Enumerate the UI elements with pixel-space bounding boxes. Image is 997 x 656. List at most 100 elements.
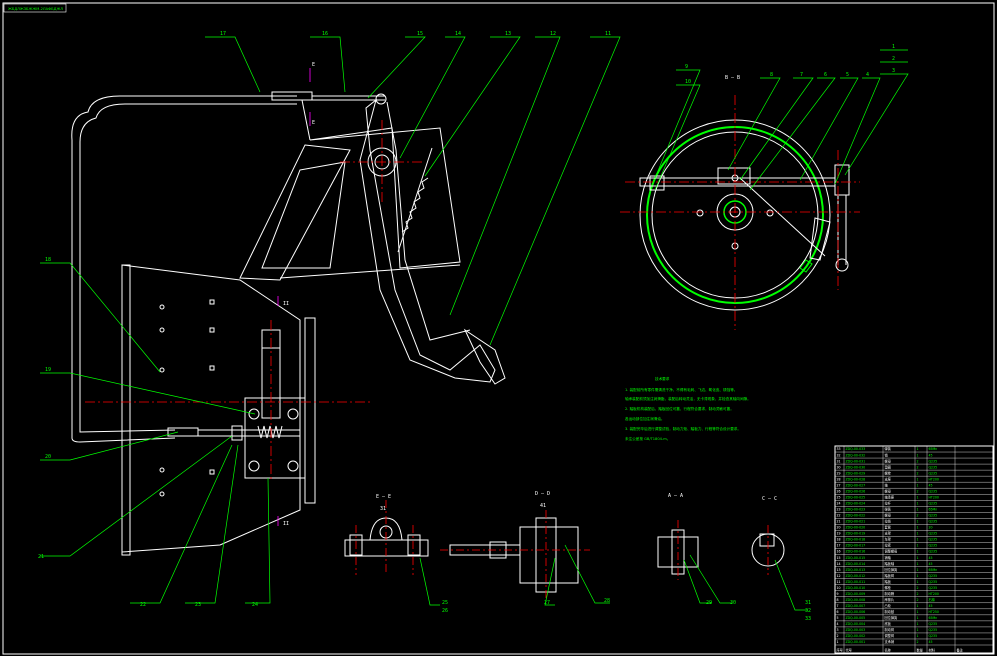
linkage-housing — [244, 397, 306, 479]
bom-cell: 45 — [929, 556, 933, 560]
balloon-10: 10 — [685, 79, 691, 85]
bom-cell: Q235 — [929, 465, 938, 469]
bom-cell: Q235 — [929, 544, 938, 548]
bom-cell: 拉线 — [885, 519, 892, 524]
bom-cell: 10 — [837, 586, 841, 590]
bom-cell: 1 — [917, 447, 919, 451]
bom-cell: 车架 — [885, 537, 892, 542]
bom-cell: 回位弹簧 — [885, 615, 899, 620]
bom-cell: 1 — [917, 610, 919, 614]
bom-cell: Q235 — [929, 586, 938, 590]
view-marker-ii-top: II — [283, 301, 289, 307]
main-assembly-view — [71, 91, 506, 556]
bom-cell: Q235 — [929, 514, 938, 518]
bom-cell: 2 — [917, 489, 919, 493]
bom-cell: 1 — [917, 520, 919, 524]
bom-cell: ZDQ-00-007 — [846, 604, 866, 608]
balloon-20: 20 — [45, 454, 51, 460]
bom-cell: 23 — [837, 508, 841, 512]
pedal-bracket-plate — [309, 127, 461, 269]
balloon-24: 24 — [252, 602, 258, 608]
bom-cell: 45 — [929, 604, 933, 608]
bom-cell: Q235 — [929, 459, 938, 463]
bom-cell: 2 — [837, 634, 839, 638]
bom-cell: ZDQ-00-013 — [846, 568, 866, 572]
note-line-2: 轴承装配前须加注润滑脂，装配后转动灵活，无卡滞现象，并检查其轴向间隙。 — [625, 396, 751, 401]
bom-cell: 1 — [917, 604, 919, 608]
bom-cell: Q235 — [929, 532, 938, 536]
balloon-18: 18 — [45, 257, 51, 263]
bom-cell: 支架 — [885, 531, 892, 536]
bom-cell: 28 — [837, 477, 841, 481]
bom-header-cell: 代号 — [846, 648, 852, 653]
bom-cell: Q235 — [929, 538, 938, 542]
bom-cell: ZDQ-00-019 — [846, 532, 866, 536]
section-a-a-title: A — A — [668, 493, 683, 499]
bom-header-cell: 备注 — [957, 648, 964, 653]
balloon-7: 7 — [800, 72, 803, 78]
balloon-19: 19 — [45, 367, 51, 373]
bom-cell: 螺母 — [885, 488, 891, 493]
bom-cell: ZDQ-00-029 — [846, 471, 866, 475]
bom-cell: 25 — [837, 495, 841, 499]
bom-cell: ZDQ-00-016 — [846, 550, 866, 554]
bom-cell: 踏板 — [885, 579, 892, 584]
bom-cell: ZDQ-00-004 — [846, 622, 866, 626]
bom-cell: 45 — [929, 640, 933, 644]
note-line-1: 1. 装配前所有零件需清洗干净，不得有毛刺、飞边、氧化皮、锈蚀等。 — [625, 387, 737, 392]
bom-cell: 14 — [837, 562, 841, 566]
rod-spring — [257, 425, 283, 439]
bom-cell: ZDQ-00-027 — [846, 483, 866, 487]
notes-title: 技术要求 — [655, 376, 670, 381]
bom-cell: 销 — [885, 452, 889, 457]
bom-cell: 1 — [917, 495, 919, 499]
bom-cell: 12 — [837, 574, 841, 578]
bom-cell: Q235 — [929, 622, 938, 626]
bom-cell: ZDQ-00-002 — [846, 634, 866, 638]
bom-cell: 2 — [917, 640, 919, 644]
bom-cell: ZDQ-00-028 — [846, 477, 866, 481]
main-center-lines — [85, 120, 425, 480]
bom-cell: 1 — [917, 477, 919, 481]
bom-cell: Q235 — [929, 634, 938, 638]
bom-cell: 踏板臂 — [885, 573, 895, 578]
balloon-16: 16 — [322, 31, 328, 37]
bom-cell: 制动蹄 — [885, 591, 895, 596]
bom-cell: ZDQ-00-008 — [846, 598, 866, 602]
bom-cell: HT250 — [929, 610, 939, 614]
section-e-e-title: E — E — [376, 494, 391, 500]
bom-cell: 底板 — [885, 621, 892, 626]
bom-cell: 1 — [917, 628, 919, 632]
bom-cell: 回位弹簧 — [885, 567, 899, 572]
tag-32: 32 — [805, 608, 811, 614]
main-leaders — [40, 36, 621, 604]
balloon-17: 17 — [220, 31, 226, 37]
tag-31: 31 — [805, 600, 811, 606]
bom-cell: 31 — [837, 459, 841, 463]
bom-cell: 销轴 — [885, 555, 891, 560]
clevis-pin — [375, 93, 387, 105]
bom-cell: 11 — [837, 580, 841, 584]
balloon-9: 9 — [685, 64, 688, 70]
tag-30: 30 — [730, 600, 736, 606]
bom-cell: ZDQ-00-023 — [846, 508, 866, 512]
bom-cell: 调整臂 — [885, 633, 895, 638]
section-tags: 25 26 27 28 29 30 31 32 33 — [442, 598, 811, 622]
bom-cell: 凸轮 — [885, 603, 892, 608]
section-d-d-scale: 41 — [540, 503, 546, 509]
balloon-stack-1: 1 — [892, 44, 895, 50]
